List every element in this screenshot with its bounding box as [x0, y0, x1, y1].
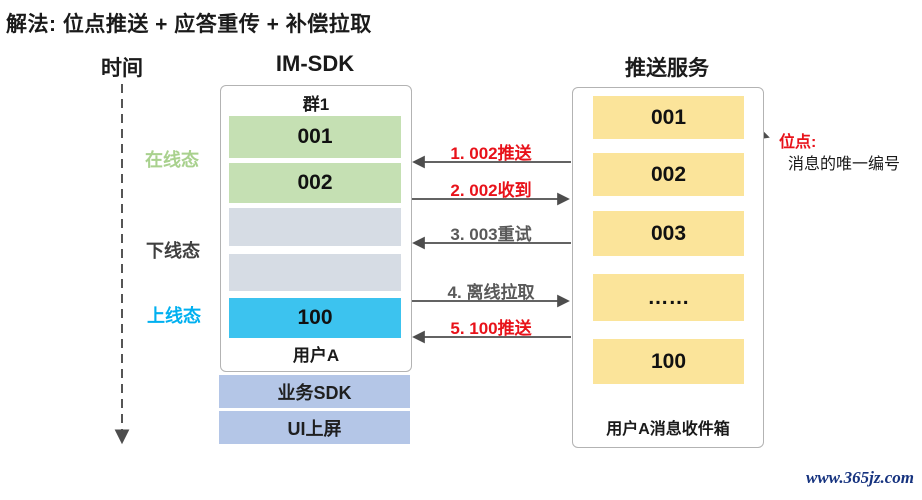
inbox-message-row: 001: [593, 96, 744, 139]
imsdk-message-row: 002: [229, 163, 401, 203]
page-title: 解法: 位点推送 + 应答重传 + 补偿拉取: [6, 13, 372, 36]
inbox-message-row: 002: [593, 153, 744, 196]
state-label-back-online: 上线态: [147, 306, 201, 326]
ui-render-layer: UI上屏: [219, 411, 410, 444]
push-service-header: 推送服务: [625, 57, 709, 80]
inbox-message-row: 003: [593, 211, 744, 256]
push-service-panel: 001 002 003 …… 100 用户A消息收件箱: [572, 87, 764, 448]
arrow-label-3: 3. 003重试: [450, 225, 532, 244]
imsdk-panel: 群1 001 002 100 用户A: [220, 85, 412, 372]
annotation-term: 位点:: [779, 134, 817, 151]
arrow-label-1: 1. 002推送: [450, 144, 532, 163]
timeline-header: 时间: [101, 57, 143, 80]
watermark-link[interactable]: www.365jz.com: [806, 468, 914, 487]
state-label-offline: 下线态: [146, 241, 200, 261]
inbox-caption: 用户A消息收件箱: [606, 421, 730, 438]
imsdk-message-row-empty: [229, 254, 401, 291]
group-caption: 群1: [302, 95, 330, 114]
imsdk-message-row: 100: [229, 298, 401, 338]
annotation-definition: 消息的唯一编号: [788, 156, 901, 173]
state-label-online: 在线态: [145, 150, 199, 170]
imsdk-header: IM-SDK: [275, 51, 355, 76]
arrow-label-4: 4. 离线拉取: [447, 283, 535, 302]
arrow-label-2: 2. 002收到: [450, 181, 532, 200]
business-sdk-layer: 业务SDK: [219, 375, 410, 408]
inbox-message-row: 100: [593, 339, 744, 384]
arrow-label-5: 5. 100推送: [450, 319, 532, 338]
imsdk-message-row-empty: [229, 208, 401, 246]
user-caption: 用户A: [292, 346, 340, 365]
imsdk-message-row: 001: [229, 116, 401, 158]
inbox-message-row-ellipsis: ……: [593, 274, 744, 321]
